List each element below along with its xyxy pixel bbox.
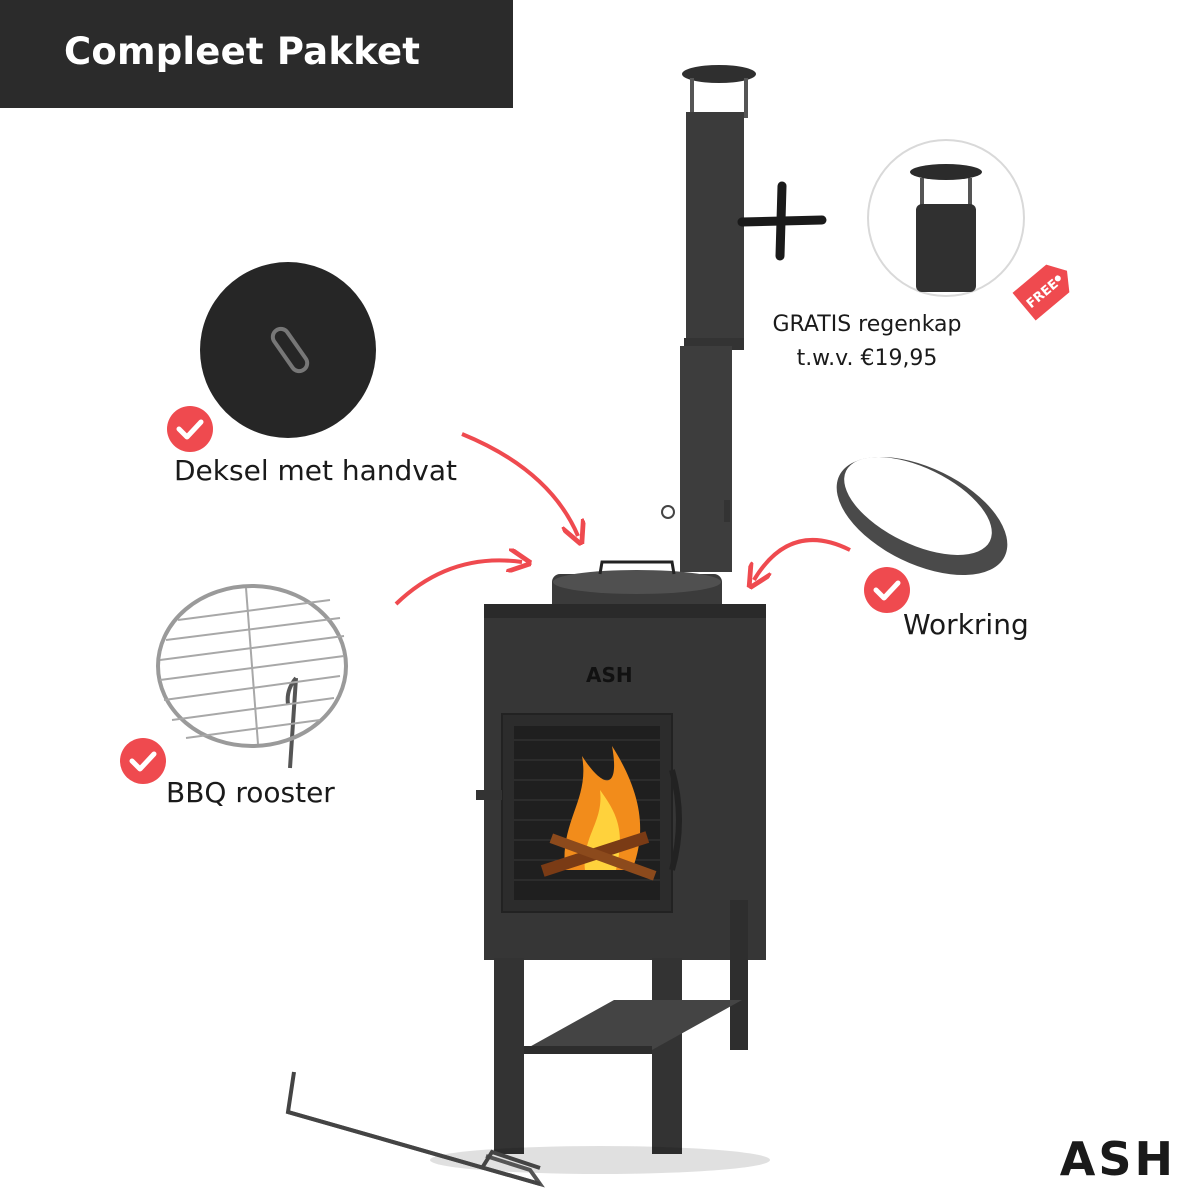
check-icon	[864, 567, 910, 613]
banner-title: Compleet Pakket	[64, 30, 421, 73]
free-offer-line2: t.w.v. €19,95	[796, 346, 938, 371]
lid-label: Deksel met handvat	[174, 454, 458, 487]
arrow-icon	[754, 538, 851, 580]
wok-ring-image	[836, 456, 1008, 576]
free-tag-icon: FREE	[1012, 264, 1070, 321]
title-banner: Compleet Pakket	[0, 0, 513, 108]
check-icon	[120, 738, 166, 784]
arrow-icon	[394, 560, 522, 606]
wok-ring-label: Workring	[903, 608, 1029, 641]
fire	[540, 746, 657, 881]
grill-label: BBQ rooster	[166, 776, 335, 809]
brand-logo: ASH	[1059, 1132, 1176, 1186]
stove: ASH	[430, 560, 770, 1174]
stove-logo: ASH	[586, 663, 633, 687]
chimney	[661, 65, 756, 572]
grill-image	[156, 584, 348, 748]
rain-cap-image	[867, 139, 1025, 297]
arrow-icon	[461, 432, 578, 536]
lid-image	[200, 262, 376, 438]
plus-icon	[737, 181, 827, 261]
check-icon	[167, 406, 213, 452]
free-offer-line1: GRATIS regenkap	[772, 312, 962, 337]
